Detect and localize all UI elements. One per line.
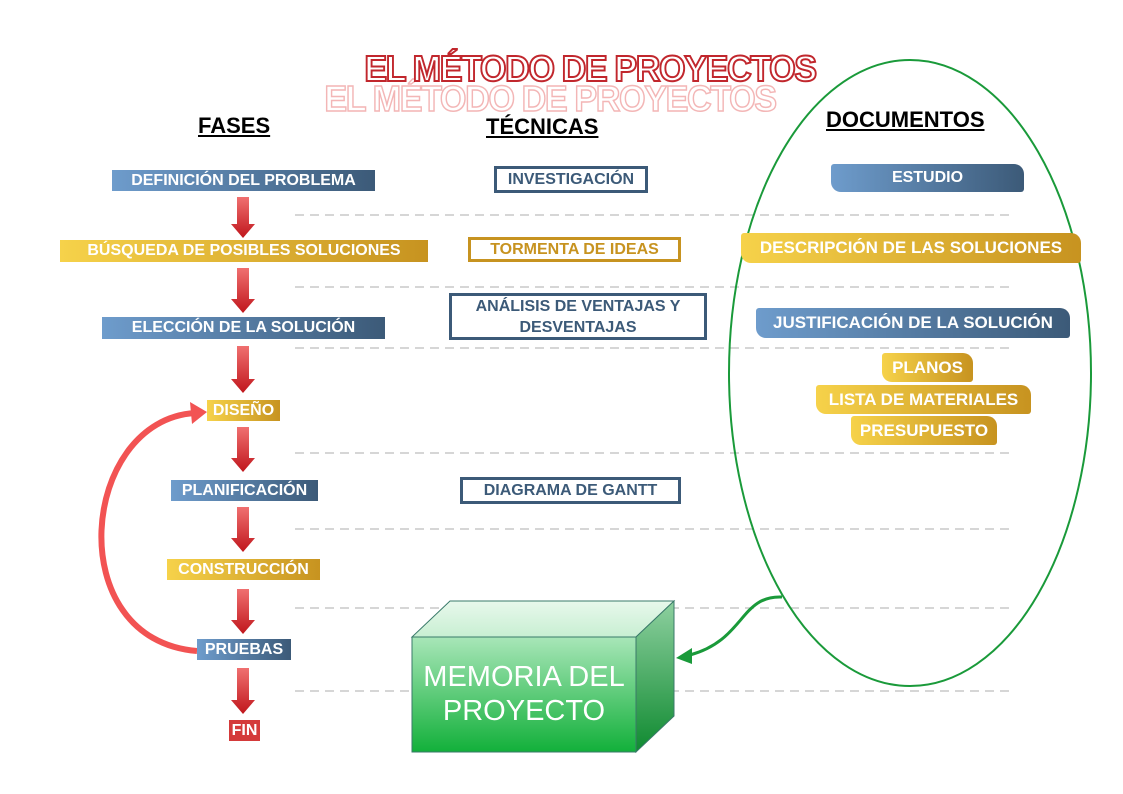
header-fases: FASES bbox=[198, 113, 271, 138]
phase-pruebas: PRUEBAS bbox=[197, 639, 291, 660]
phase-busqueda: BÚSQUEDA DE POSIBLES SOLUCIONES bbox=[60, 240, 428, 262]
documents-ellipse bbox=[728, 59, 1092, 687]
phase-diseno: DISEÑO bbox=[207, 400, 280, 421]
doc-planos: PLANOS bbox=[882, 353, 973, 382]
down-arrow-icon bbox=[231, 589, 255, 634]
doc-presupuesto: PRESUPUESTO bbox=[851, 416, 997, 445]
technique-gantt: DIAGRAMA DE GANTT bbox=[460, 477, 681, 504]
phase-fin: FIN bbox=[229, 720, 260, 741]
doc-justificacion: JUSTIFICACIÓN DE LA SOLUCIÓN bbox=[756, 308, 1070, 338]
title-shadow: EL MÉTODO DE PROYECTOS bbox=[324, 77, 778, 120]
down-arrow-icon bbox=[231, 197, 255, 238]
doc-lista-materiales: LISTA DE MATERIALES bbox=[816, 385, 1031, 414]
phase-eleccion: ELECCIÓN DE LA SOLUCIÓN bbox=[102, 317, 385, 339]
down-arrow-icon bbox=[231, 507, 255, 552]
technique-tormenta: TORMENTA DE IDEAS bbox=[468, 237, 681, 262]
header-tecnicas: TÉCNICAS bbox=[486, 114, 599, 139]
feedback-loop-arrow bbox=[98, 410, 198, 654]
header-documentos: DOCUMENTOS bbox=[826, 107, 985, 132]
down-arrow-icon bbox=[231, 427, 255, 472]
phase-arrows bbox=[231, 197, 255, 714]
down-arrow-icon bbox=[231, 268, 255, 313]
to-memoria-arrow bbox=[689, 595, 783, 657]
technique-investigacion: INVESTIGACIÓN bbox=[494, 166, 648, 193]
down-arrow-icon bbox=[231, 346, 255, 393]
page-title: EL MÉTODO DE PROYECTOS bbox=[363, 47, 818, 90]
memoria-cube bbox=[410, 599, 676, 754]
phase-construccion: CONSTRUCCIÓN bbox=[167, 559, 320, 580]
phase-planificacion: PLANIFICACIÓN bbox=[171, 480, 318, 501]
feedback-arrowhead-icon bbox=[190, 402, 207, 424]
green-arrowhead-icon bbox=[676, 648, 692, 664]
technique-analisis: ANÁLISIS DE VENTAJAS Y DESVENTAJAS bbox=[449, 293, 707, 340]
doc-descripcion: DESCRIPCIÓN DE LAS SOLUCIONES bbox=[741, 233, 1081, 263]
phase-definicion: DEFINICIÓN DEL PROBLEMA bbox=[112, 170, 375, 191]
memoria-label: MEMORIA DEL PROYECTO bbox=[423, 661, 625, 727]
down-arrow-icon bbox=[231, 668, 255, 714]
doc-estudio: ESTUDIO bbox=[831, 164, 1024, 192]
